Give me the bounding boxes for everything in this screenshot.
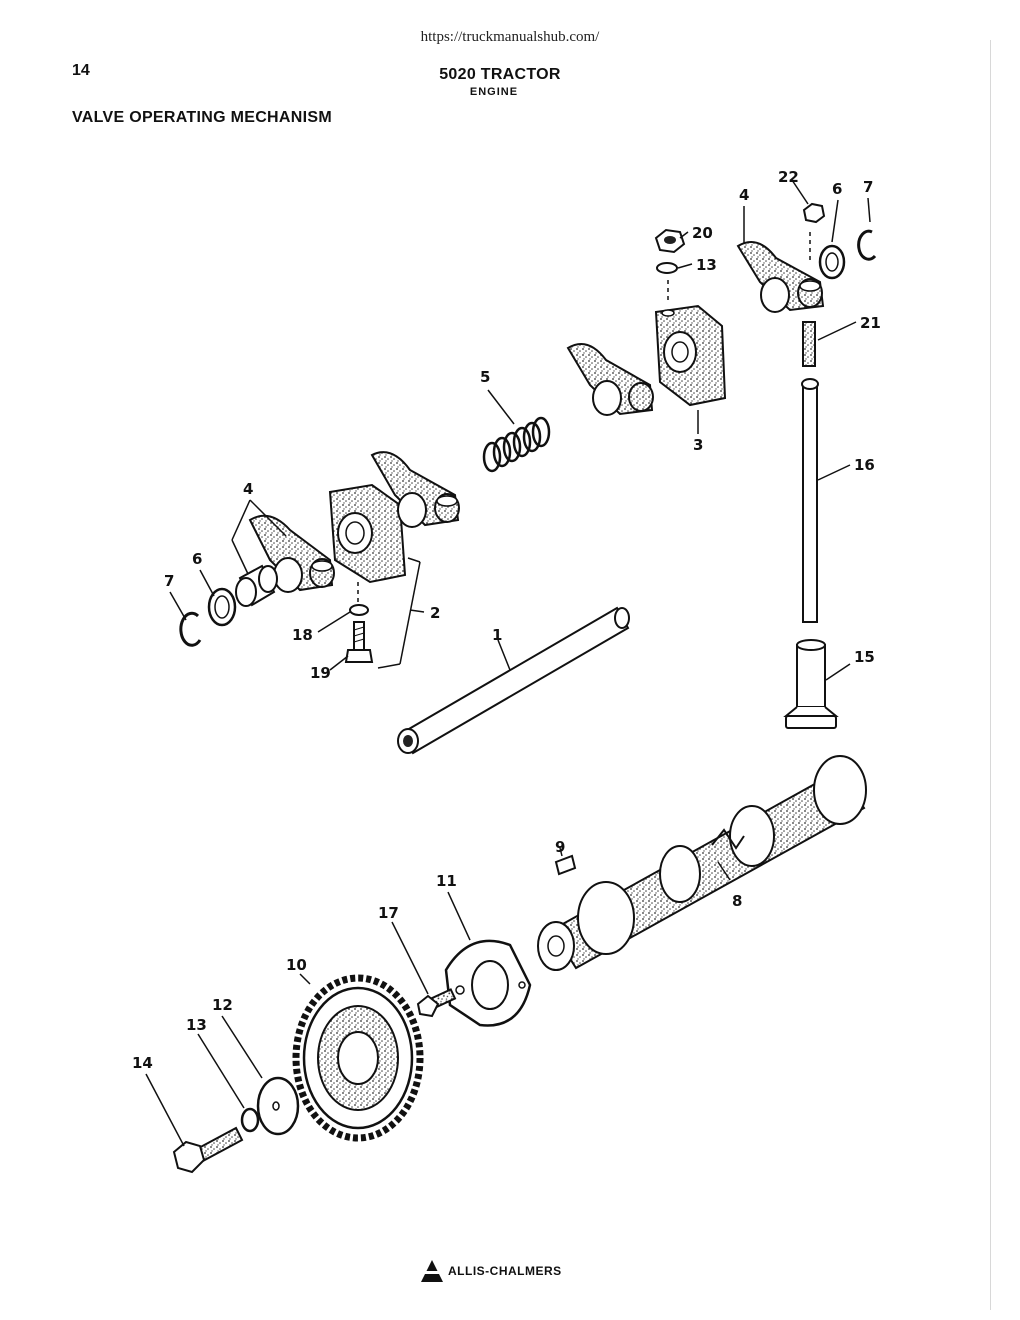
callout-21: 21: [860, 314, 881, 332]
rocker-support-left: [328, 483, 407, 584]
snap-ring-right: [857, 229, 877, 261]
callout-16: 16: [854, 456, 875, 474]
callout-2: 2: [430, 604, 440, 622]
gear-washer: [256, 1076, 300, 1136]
spring-washer-left: [207, 587, 237, 627]
callout-20: 20: [692, 224, 713, 242]
source-url: https://truckmanualshub.com/: [420, 29, 600, 45]
support-bolt: [344, 621, 374, 663]
callout-4-left: 4: [243, 480, 253, 498]
push-rod: [801, 378, 819, 623]
callout-19: 19: [310, 664, 331, 682]
gear-lock-washer: [240, 1107, 260, 1133]
document-subtitle: ENGINE: [469, 86, 519, 98]
callout-18: 18: [292, 626, 313, 644]
callout-10: 10: [286, 956, 307, 974]
callout-6-right: 6: [832, 180, 842, 198]
gear-capscrew: [172, 1126, 244, 1174]
logo-text: ALLIS-CHALMERS: [448, 1264, 562, 1278]
camshaft: [537, 755, 867, 971]
rocker-arm-left-upper: [370, 451, 460, 528]
snap-ring-left: [179, 611, 202, 647]
callout-11: 11: [436, 872, 457, 890]
spacer-spring: [482, 416, 551, 473]
adjusting-screw: [802, 321, 816, 367]
callout-3: 3: [693, 436, 703, 454]
allis-chalmers-logo: ALLIS-CHALMERS: [420, 1256, 562, 1286]
rocker-arm-left-lower: [248, 514, 335, 593]
shaft-bushing: [235, 564, 278, 607]
section-title: VALVE OPERATING MECHANISM: [72, 109, 332, 126]
callout-1: 1: [492, 626, 502, 644]
callout-12: 12: [212, 996, 233, 1014]
thrust-plate-screw: [416, 988, 457, 1018]
callout-6-left: 6: [192, 550, 202, 568]
callout-7-left: 7: [164, 572, 174, 590]
callout-17: 17: [378, 904, 399, 922]
callout-7-right: 7: [863, 178, 873, 196]
scan-edge-line: [990, 40, 991, 1310]
allis-chalmers-mark-icon: [421, 1260, 443, 1282]
rocker-arm-right-lower: [566, 343, 654, 416]
valve-tappet: [783, 639, 839, 729]
spring-washer-right: [818, 244, 846, 280]
page-number: 14: [72, 62, 90, 79]
callout-5: 5: [480, 368, 490, 386]
camshaft-key: [554, 854, 577, 876]
rocker-support-right: [654, 304, 727, 407]
nut-lock-washer: [656, 262, 678, 274]
adjusting-nut: [802, 202, 826, 224]
rocker-shaft: [397, 606, 630, 755]
callout-4-right: 4: [739, 186, 749, 204]
leader-lines: [145, 179, 871, 1147]
callout-22: 22: [778, 168, 799, 186]
callout-15: 15: [854, 648, 875, 666]
callout-13-top: 13: [696, 256, 717, 274]
callout-9: 9: [555, 838, 565, 856]
callout-14: 14: [132, 1054, 153, 1072]
bolt-washer: [349, 604, 369, 616]
camshaft-gear: [292, 974, 424, 1142]
thrust-plate: [444, 939, 532, 1027]
rocker-nut: [654, 228, 686, 254]
callout-13-bottom: 13: [186, 1016, 207, 1034]
rocker-arm-right-upper: [736, 241, 825, 313]
document-title: 5020 TRACTOR: [439, 66, 561, 83]
callout-8: 8: [732, 892, 742, 910]
